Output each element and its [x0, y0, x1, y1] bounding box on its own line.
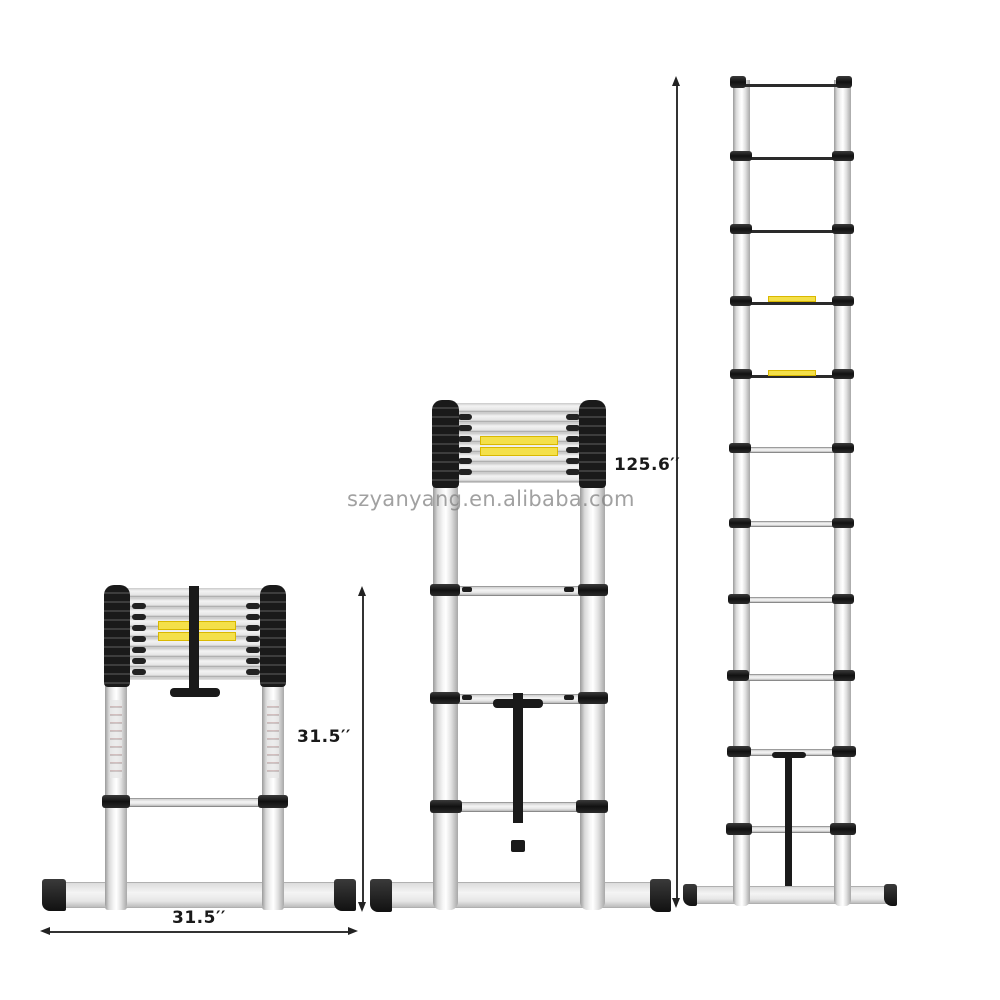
carry-strap [189, 586, 199, 690]
carry-strap [513, 693, 523, 823]
warning-label [768, 370, 816, 376]
foot-pad [334, 879, 356, 911]
stabilizer-bar [382, 882, 662, 908]
rung-collar [430, 800, 462, 813]
rung-collar [430, 692, 460, 704]
foot-pad [683, 884, 697, 906]
rung-collar [578, 584, 608, 596]
end-cap [579, 400, 606, 488]
rung-collar [102, 795, 130, 808]
rung [126, 798, 263, 807]
foot-pad [42, 879, 66, 911]
rung-collar [576, 800, 608, 813]
carry-strap [785, 755, 792, 890]
instruction-sticker [267, 700, 279, 778]
rung-collar [258, 795, 288, 808]
watermark: szyanyang.en.alibaba.com [347, 487, 635, 511]
carry-handle [170, 688, 220, 697]
instruction-sticker [110, 700, 122, 778]
end-cap [104, 585, 130, 687]
warning-label [480, 436, 558, 445]
left-rail-bottom [105, 810, 127, 910]
rung [456, 586, 582, 596]
rung-collar [430, 584, 460, 596]
rung-collar [730, 76, 746, 88]
right-rail-bottom [834, 835, 851, 906]
foot-pad [370, 879, 392, 912]
top-rung [742, 84, 842, 87]
end-cap [260, 585, 286, 687]
extended-height-label: 125.6′′ [614, 455, 681, 475]
left-rail-bottom [433, 815, 458, 910]
stabilizer-bar [692, 886, 894, 904]
warning-label [480, 447, 558, 456]
right-rail [834, 80, 851, 906]
left-rail-bottom [733, 835, 750, 906]
right-rail-bottom [262, 810, 284, 910]
retracted-height-label: 31.5′′ [297, 727, 351, 747]
right-rail-bottom [580, 815, 605, 910]
width-label: 31.5′′ [172, 908, 226, 928]
strap-buckle [511, 840, 525, 852]
end-cap [432, 400, 459, 488]
stabilizer-bar [55, 882, 347, 908]
rung-collar [578, 692, 608, 704]
foot-pad [884, 884, 897, 906]
left-rail [733, 80, 750, 906]
rung-collar [836, 76, 852, 88]
warning-label [768, 296, 816, 302]
foot-pad [650, 879, 671, 912]
